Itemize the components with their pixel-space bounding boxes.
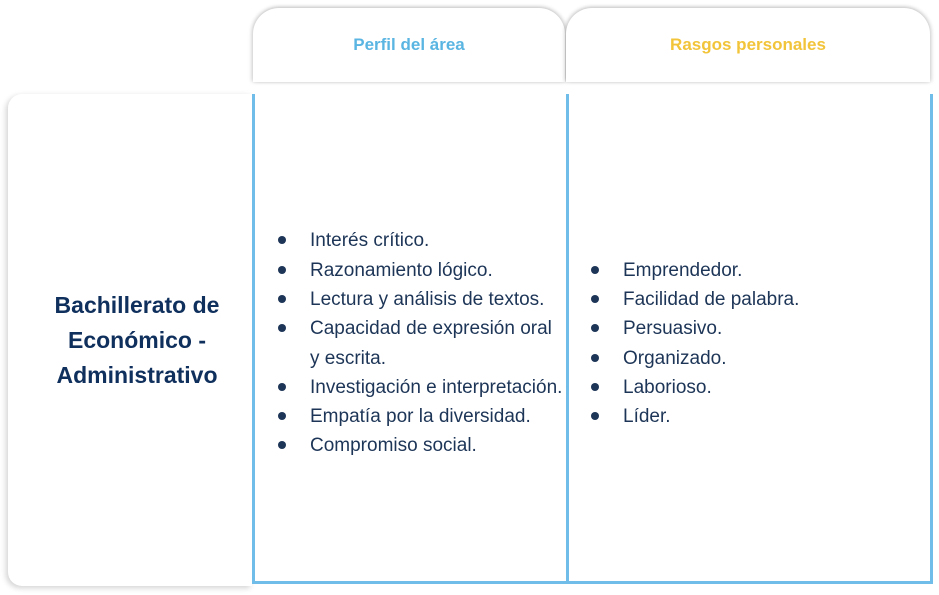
perfil-cell: Interés crítico. Razonamiento lógico. Lect… xyxy=(252,94,567,584)
row-title: Bachillerato de Económico - Administrati… xyxy=(54,291,220,388)
bullet-icon xyxy=(278,294,286,303)
list-item: Laborioso. xyxy=(591,373,923,402)
bullet-icon xyxy=(278,382,286,391)
perfil-list: Interés crítico. Razonamiento lógico. Lect… xyxy=(278,226,565,460)
list-item-text: Razonamiento lógico. xyxy=(310,259,493,281)
bullet-icon xyxy=(278,441,286,450)
bullet-icon xyxy=(591,382,599,391)
header-perfil-del-area: Perfil del área xyxy=(253,8,565,82)
header-rasgos-label: Rasgos personales xyxy=(670,35,826,54)
list-item: Lectura y análisis de textos. xyxy=(278,285,565,314)
header-perfil-label: Perfil del área xyxy=(353,35,465,54)
list-item-text: Emprendedor. xyxy=(623,259,743,281)
list-item: Razonamiento lógico. xyxy=(278,256,565,285)
rasgos-list: Emprendedor. Facilidad de palabra. Persuas… xyxy=(591,256,923,432)
bullet-icon xyxy=(591,324,599,333)
list-item: Organizado. xyxy=(591,344,923,373)
list-item: Interés crítico. xyxy=(278,226,565,255)
bullet-icon xyxy=(278,265,286,274)
list-item-text: Lectura y análisis de textos. xyxy=(310,288,545,310)
list-item-text: Interés crítico. xyxy=(310,230,430,252)
list-item: Líder. xyxy=(591,402,923,431)
list-item: Facilidad de palabra. xyxy=(591,285,923,314)
list-item-text: Persuasivo. xyxy=(623,318,723,340)
bullet-icon xyxy=(591,412,599,421)
list-item-text: Organizado. xyxy=(623,347,727,369)
bullet-icon xyxy=(591,294,599,303)
bullet-icon xyxy=(278,324,286,333)
bullet-icon xyxy=(591,353,599,362)
list-item: Persuasivo. xyxy=(591,314,923,343)
bullet-icon xyxy=(278,412,286,421)
list-item: Emprendedor. xyxy=(591,256,923,285)
bullet-icon xyxy=(591,265,599,274)
list-item: Compromiso social. xyxy=(278,431,565,460)
header-rasgos-personales: Rasgos personales xyxy=(566,8,930,82)
list-item-text: Líder. xyxy=(623,406,671,428)
rasgos-cell: Emprendedor. Facilidad de palabra. Persuas… xyxy=(566,94,933,584)
bullet-icon xyxy=(278,236,286,245)
list-item: Capacidad de expresión oral y escrita. xyxy=(278,314,565,373)
list-item: Investigación e interpretación. xyxy=(278,373,565,402)
list-item-text: Facilidad de palabra. xyxy=(623,288,800,310)
list-item: Empatía por la diversidad. xyxy=(278,402,565,431)
list-item-text: Capacidad de expresión oral y escrita. xyxy=(310,318,552,369)
row-title-cell: Bachillerato de Económico - Administrati… xyxy=(8,94,252,586)
list-item-text: Compromiso social. xyxy=(310,435,477,457)
list-item-text: Laborioso. xyxy=(623,376,712,398)
list-item-text: Empatía por la diversidad. xyxy=(310,406,531,428)
list-item-text: Investigación e interpretación. xyxy=(310,376,563,398)
